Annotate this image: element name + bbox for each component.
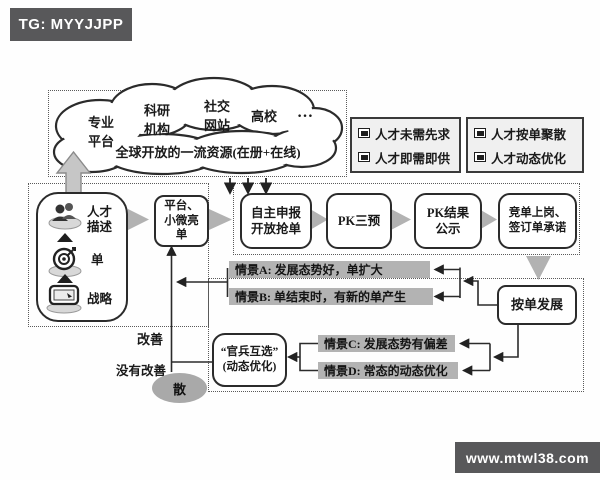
- cloud-node-university: 高校: [250, 109, 277, 124]
- cloud-ellipsis: …: [297, 104, 313, 121]
- talent-panel: 人才 描述 单 战略: [36, 192, 128, 322]
- arrow-triangle-2: [209, 209, 232, 230]
- panel-label-talent: 人才 描述: [87, 205, 113, 234]
- legend-box-demand: 人才未需先求 人才即需即供: [350, 117, 461, 173]
- up-triangle-separator-icon: [57, 233, 73, 242]
- legend-item: 人才未需先求: [375, 127, 451, 142]
- arrow-triangle-5: [479, 209, 497, 230]
- arrow-triangle-3: [310, 209, 328, 230]
- platform-order-box: 平台、 小微亮 单: [154, 195, 209, 247]
- person-group-icon: [47, 199, 83, 235]
- square-bullet-icon: [474, 128, 486, 138]
- execution-region-frame: [208, 278, 584, 392]
- panel-label-order: 单: [91, 253, 104, 267]
- legend-box-dynamic: 人才按单聚散 人才动态优化: [466, 117, 584, 173]
- scenario-c-bar: 情景C: 发展态势有偏差: [318, 335, 455, 352]
- scenario-d-bar: 情景D: 常态的动态优化: [318, 362, 458, 379]
- up-triangle-separator-icon: [57, 274, 73, 283]
- cloud-caption: 全球开放的一流资源(在册+在线): [115, 145, 301, 160]
- disband-ellipse: 散: [152, 373, 207, 403]
- byorder-to-ab: [462, 275, 497, 306]
- site-watermark: www.mtwl38.com: [455, 442, 600, 473]
- cloud-shape-fill: [56, 80, 340, 172]
- arrow-triangle-down: [526, 256, 551, 280]
- improve-label: 改善: [136, 332, 163, 347]
- cd-left-bracket: [299, 342, 318, 372]
- scenario-a-bar: 情景A: 发展态势好，单扩大: [229, 261, 430, 278]
- scenario-b-bar: 情景B: 单结束时，有新的单产生: [229, 288, 433, 305]
- chain-box-pk-result: PK结果 公示: [414, 193, 482, 249]
- screen-icon: [45, 283, 83, 319]
- mutual-selection-box: “官兵互选” (动态优化): [212, 333, 287, 387]
- cloud-node-platform: 专业 平台: [87, 115, 114, 149]
- legend-item: 人才即需即供: [375, 151, 451, 166]
- cloud-feed-arrows: [223, 178, 273, 195]
- tg-watermark: TG: MYYJJPP: [10, 8, 132, 41]
- square-bullet-icon: [358, 152, 370, 162]
- legend-item: 人才动态优化: [491, 151, 567, 166]
- byorder-to-cd: [492, 321, 519, 363]
- arrow-triangle-1: [128, 209, 149, 230]
- panel-label-strategy: 战略: [87, 292, 113, 306]
- chain-box-sign-commit: 竞单上岗、 签订单承诺: [498, 193, 577, 249]
- arrow-triangle-4: [391, 209, 411, 230]
- legend-item: 人才按单聚散: [491, 127, 567, 142]
- by-order-box: 按单发展: [497, 285, 577, 325]
- chain-box-apply: 自主申报 开放抢单: [240, 193, 312, 249]
- no-improve-label: 没有改善: [116, 364, 167, 378]
- cloud-node-research: 科研 机构: [143, 103, 170, 137]
- flow-triangles: [128, 209, 551, 280]
- square-bullet-icon: [358, 128, 370, 138]
- target-icon: [47, 244, 83, 282]
- input-region-frame: [28, 183, 209, 327]
- cloud-node-social: 社交 网站: [203, 99, 230, 133]
- square-bullet-icon: [474, 152, 486, 162]
- bidding-region-frame: [233, 183, 580, 255]
- chain-box-pk-preview: PK三预: [326, 193, 392, 249]
